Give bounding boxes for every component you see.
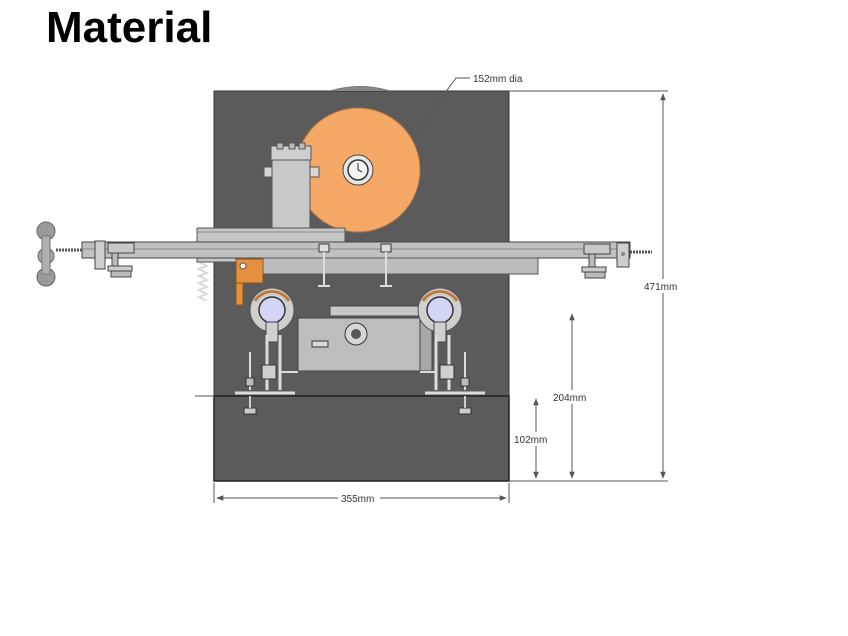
lower-housing [297,317,433,372]
overall-height-label: 471mm [644,282,677,293]
motor-tower [263,142,320,229]
blade-diameter-label: 152mm dia [473,74,523,85]
small-saw-teeth [196,261,210,302]
base-height-label: 102mm [514,435,547,446]
blade-diameter-dimension: 152mm dia [417,74,523,131]
right-rail-clamp [581,242,630,279]
arm-height-dimension: 204mm [552,313,592,479]
saw-blade [295,107,421,233]
main-rail [56,241,652,275]
overall-height-dimension: 471mm [509,90,684,482]
t-bolts [318,243,392,287]
tri-knob-handle [36,221,56,287]
left-bracket [235,335,298,415]
hinge-plate [235,258,264,306]
base-width-label: 355mm [341,494,374,505]
left-pulley [249,287,295,343]
page-title: Material [46,3,213,52]
left-rail-clamp [94,240,135,278]
right-bracket [420,335,485,415]
base-width-dimension: 355mm [213,483,510,505]
base-height-dimension: 102mm [513,398,551,479]
arm-height-label: 204mm [553,393,586,404]
